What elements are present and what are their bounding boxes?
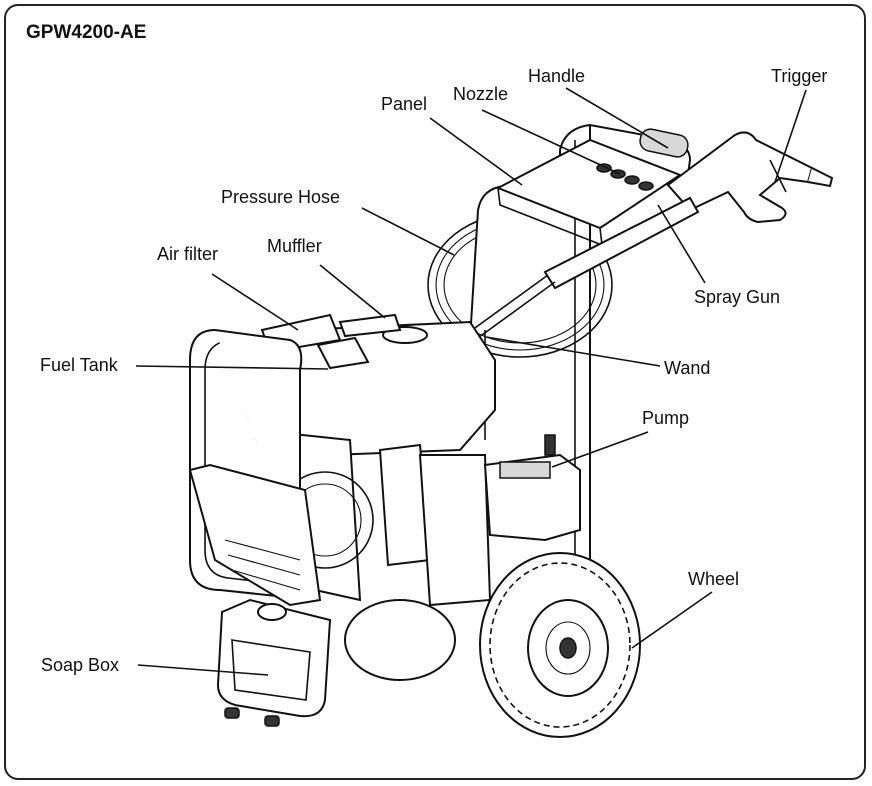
leader-muffler (319, 264, 386, 319)
label-muffler: Muffler (267, 236, 322, 256)
panel (495, 138, 683, 247)
handle-grip (639, 128, 689, 158)
pump (483, 434, 581, 542)
leader-pressure-hose (361, 207, 455, 256)
label-pressure-hose: Pressure Hose (221, 187, 341, 207)
label-air-filter: Air filter (157, 244, 219, 264)
rear-wheel (344, 599, 456, 681)
wheel (479, 552, 641, 738)
front-frame (188, 329, 322, 607)
leader-wand (485, 336, 661, 367)
label-wand: Wand (664, 358, 711, 378)
leader-panel (429, 117, 523, 186)
leader-soap-box (137, 664, 269, 676)
leader-lines (135, 87, 807, 676)
leader-handle (565, 87, 669, 149)
label-panel: Panel (381, 94, 428, 114)
leader-nozzle (481, 109, 621, 175)
spray-gun (666, 131, 834, 224)
label-handle: Handle (528, 66, 586, 86)
label-pump: Pump (642, 408, 690, 428)
leader-spray-gun (657, 204, 706, 284)
label-soap-box: Soap Box (41, 655, 120, 675)
label-trigger: Trigger (771, 66, 828, 86)
leader-wheel (631, 591, 713, 649)
fuel-cap-area (316, 336, 370, 370)
label-fuel-tank: Fuel Tank (40, 355, 118, 375)
soap-box (216, 598, 332, 727)
label-nozzle: Nozzle (453, 84, 509, 104)
label-spray-gun: Spray Gun (694, 287, 781, 307)
model-title: GPW4200-AE (26, 22, 147, 43)
label-wheel: Wheel (688, 569, 740, 589)
leader-fuel-tank (135, 365, 329, 370)
nozzle-holders (596, 163, 654, 191)
leader-trigger (774, 89, 807, 183)
leader-air-filter (211, 273, 299, 331)
muffler-housing (338, 313, 402, 338)
leader-pump (551, 431, 649, 468)
